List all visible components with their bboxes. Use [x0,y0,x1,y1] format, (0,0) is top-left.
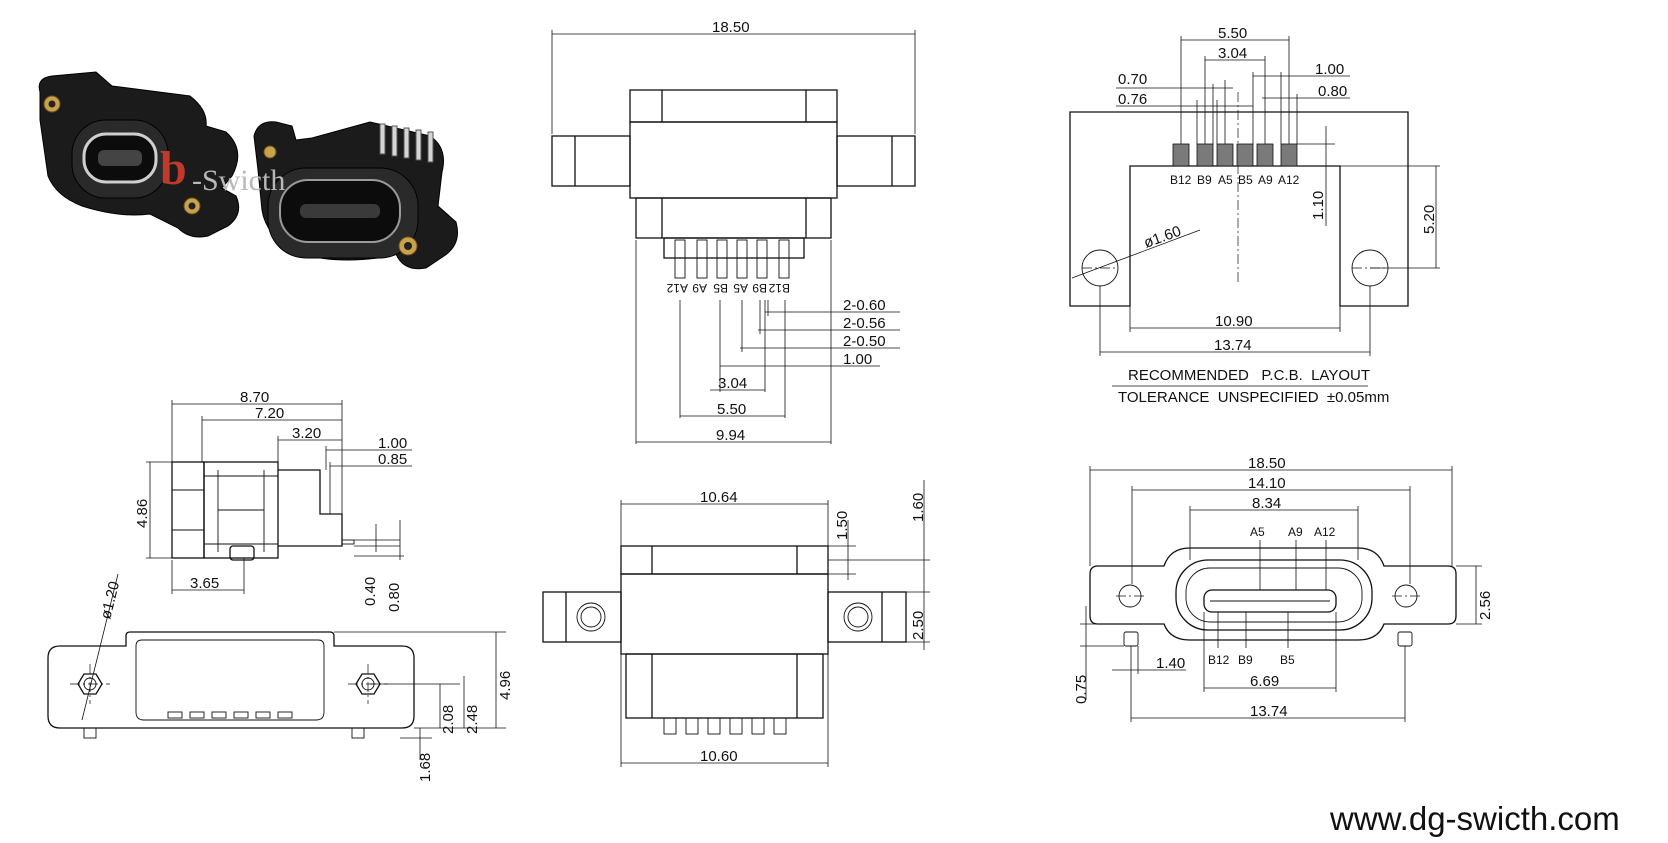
pcb-layout: B12 B9 A5 B5 A9 A12 5.50 3.04 0.70 0.76 … [1069,25,1440,406]
port-label-A12: A12 [1314,525,1336,539]
dim-pcb-1090: 10.90 [1215,313,1253,330]
pad-label-A12: A12 [1278,173,1300,187]
pcb-pads [1172,143,1298,167]
front-pins [663,717,787,735]
pin-label-A9: A9 [692,281,707,295]
dim-span-994: 9.94 [716,427,745,444]
dim-port-834: 8.34 [1252,495,1281,512]
dim-port-1410: 14.10 [1248,475,1286,492]
dim-side-365: 3.65 [190,575,219,592]
port-label-A5: A5 [1250,525,1265,539]
dim-port-256: 2.56 [1477,591,1494,620]
dim-pcb-110: 1.10 [1310,191,1327,220]
dim-front-150: 1.50 [834,511,851,540]
dim-side-870: 8.70 [240,389,269,406]
side-view: 8.70 7.20 3.20 1.00 0.85 4.86 3.65 0.40 … [134,389,412,612]
dim-front-1064: 10.64 [700,489,738,506]
front-view: 10.64 1.50 1.60 2.50 10.60 [542,480,930,767]
dim-side-486: 4.86 [134,499,151,528]
pad-label-B5: B5 [1238,173,1253,187]
dim-pcb-d160: ø1.60 [1142,223,1184,252]
dim-pcb-520: 5.20 [1421,205,1438,234]
dim-pitch-060: 2-0.60 [843,297,886,314]
pcb-tolerance-note: TOLERANCE UNSPECIFIED ±0.05mm [1118,389,1389,406]
dim-side-085: 0.85 [378,451,407,468]
pad-label-A9: A9 [1258,173,1273,187]
pad-label-B9: B9 [1197,173,1212,187]
dim-port-669: 6.69 [1250,673,1279,690]
port-label-B9: B9 [1238,653,1253,667]
dim-side-100: 1.00 [378,435,407,452]
dim-pcb-304: 3.04 [1218,45,1247,62]
dim-pitch-056: 2-0.56 [843,315,886,332]
pin-label-B9: B9 [752,281,767,295]
port-view: 18.50 14.10 8.34 A5 A9 A12 B12 B9 B5 2.5… [1073,455,1494,722]
dim-rear-248: 2.48 [464,705,481,734]
dim-pcb-070: 0.70 [1118,71,1147,88]
dim-rear-208: 2.08 [440,705,457,734]
pcb-layout-title: RECOMMENDED P.C.B. LAYOUT [1128,367,1370,384]
pad-label-A5: A5 [1218,173,1233,187]
dim-span-550: 5.50 [717,401,746,418]
dim-pcb-100: 1.00 [1315,61,1344,78]
pin-label-B12: B12 [768,281,790,295]
pin-label-B5: B5 [713,281,728,295]
rear-pins [167,711,293,719]
dim-port-1850: 18.50 [1248,455,1286,472]
port-label-B5: B5 [1280,653,1295,667]
pin-label-A12: A12 [666,281,688,295]
port-label-A9: A9 [1288,525,1303,539]
dim-side-080: 0.80 [386,583,403,612]
dim-side-320: 3.20 [292,425,321,442]
top-view: B12 B9 A5 B5 A9 A12 18.50 2-0.60 2-0.56 … [551,19,916,444]
dim-pcb-1374: 13.74 [1214,337,1252,354]
dim-rear-d120: ø1.20 [97,580,123,621]
pad-label-B12: B12 [1170,173,1192,187]
rear-view: ø1.20 2.08 2.48 4.96 1.68 [47,573,514,782]
dim-pcb-080: 0.80 [1318,83,1347,100]
dim-port-1374: 13.74 [1250,703,1288,720]
website-url: www.dg-swicth.com [1330,800,1620,837]
pin-label-A5: A5 [733,281,748,295]
dim-pitch-050: 2-0.50 [843,333,886,350]
watermark-letter: b [160,142,187,195]
dim-pcb-076: 0.76 [1118,91,1147,108]
dim-front-160: 1.60 [910,493,927,522]
pin-row-photo [379,123,434,163]
product-photo: b -Swicth [38,71,458,270]
top-pins [674,239,790,279]
dim-rear-168: 1.68 [417,753,434,782]
dim-side-720: 7.20 [255,405,284,422]
dim-span-304: 3.04 [718,375,747,392]
dim-pcb-550: 5.50 [1218,25,1247,42]
watermark-text: -Swicth [192,164,285,197]
dim-port-140: 1.40 [1156,655,1185,672]
dim-front-250: 2.50 [910,611,927,640]
dim-side-040: 0.40 [362,577,379,606]
dim-port-075: 0.75 [1073,675,1090,704]
port-label-B12: B12 [1208,653,1230,667]
dim-front-1060: 10.60 [700,748,738,765]
dim-pitch-100: 1.00 [843,351,872,368]
dim-rear-496: 4.96 [497,671,514,700]
dim-top-width: 18.50 [712,19,750,36]
